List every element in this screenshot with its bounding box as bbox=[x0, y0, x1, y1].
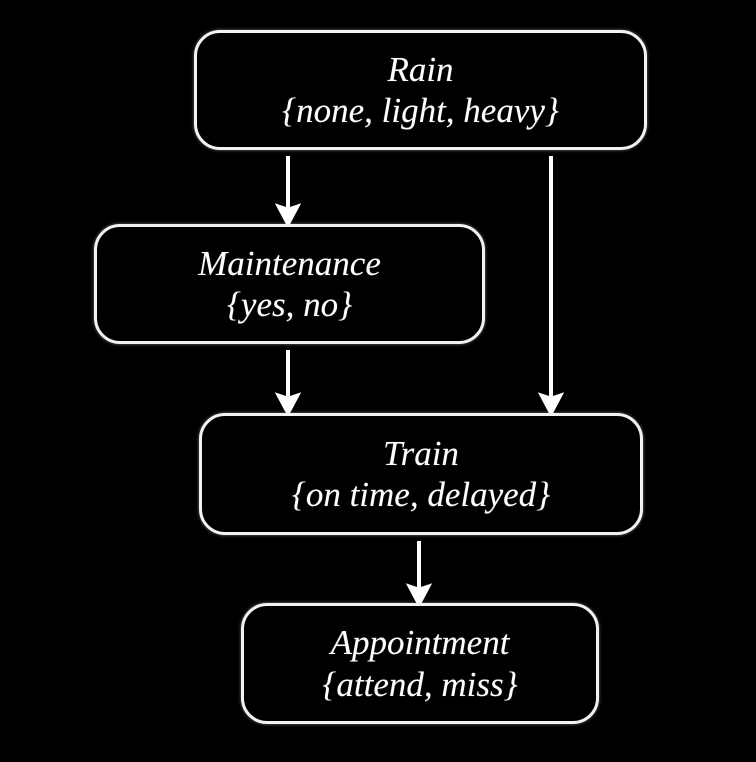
node-train-states: {on time, delayed} bbox=[291, 475, 551, 514]
node-rain-name: Rain bbox=[387, 49, 454, 89]
node-rain[interactable]: Rain {none, light, heavy} bbox=[194, 30, 647, 150]
node-appointment-name: Appointment bbox=[330, 623, 510, 663]
node-rain-states: {none, light, heavy} bbox=[282, 91, 559, 130]
node-train[interactable]: Train {on time, delayed} bbox=[199, 413, 643, 535]
node-maintenance[interactable]: Maintenance {yes, no} bbox=[94, 224, 485, 344]
node-train-name: Train bbox=[383, 433, 459, 473]
node-appointment-states: {attend, miss} bbox=[322, 664, 518, 704]
node-maintenance-name: Maintenance bbox=[198, 243, 381, 283]
node-appointment[interactable]: Appointment {attend, miss} bbox=[241, 603, 599, 724]
node-maintenance-states: {yes, no} bbox=[226, 285, 353, 324]
